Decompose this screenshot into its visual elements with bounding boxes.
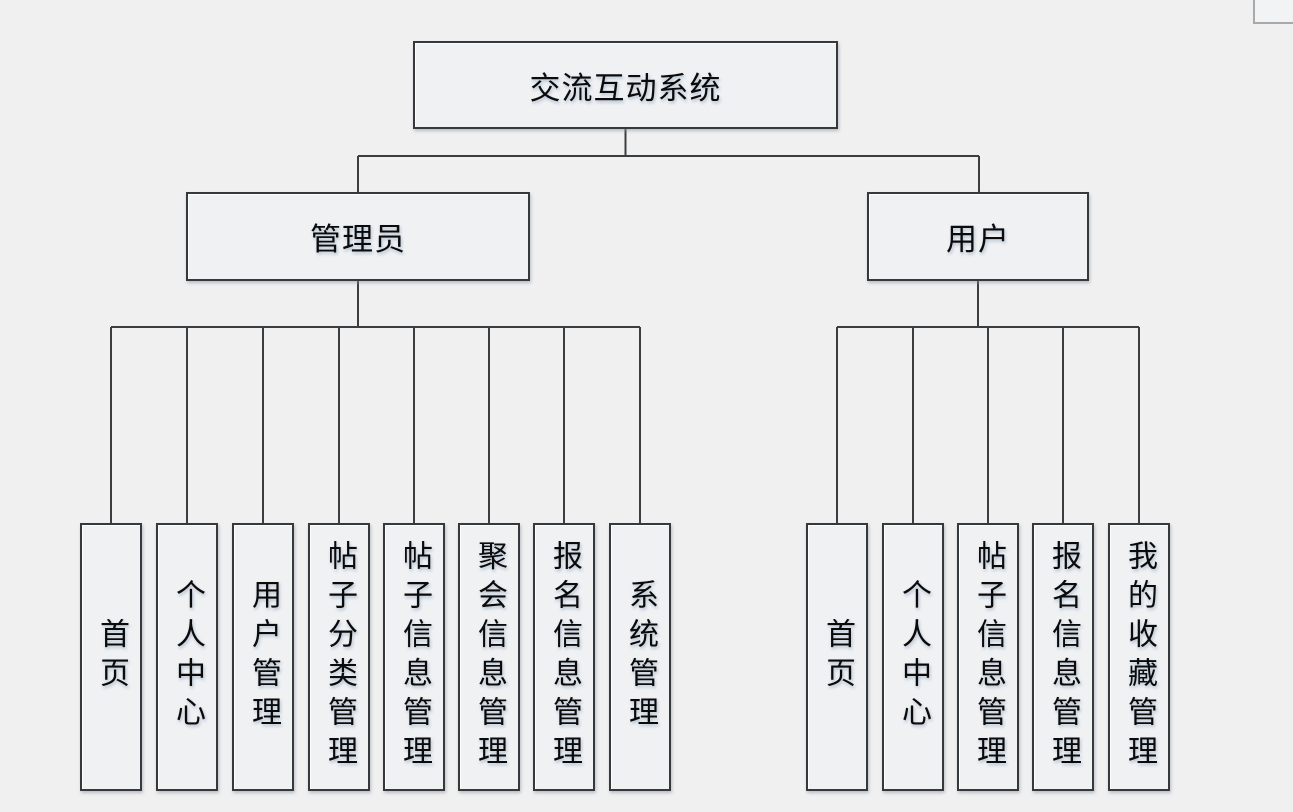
leaf-label: 首页 [821, 618, 854, 696]
leaf-admin-post-info-management: 帖子信息管理 [383, 523, 445, 791]
leaf-label: 帖子信息管理 [972, 540, 1005, 774]
leaf-label: 首页 [95, 618, 128, 696]
leaf-label: 个人中心 [897, 579, 930, 735]
leaf-admin-registration-info-management: 报名信息管理 [533, 523, 595, 791]
leaf-admin-system-management: 系统管理 [609, 523, 671, 791]
user-branch-label: 用户 [946, 222, 1010, 257]
leaf-user-post-info-management: 帖子信息管理 [957, 523, 1019, 791]
leaf-user-my-favorites-management: 我的收藏管理 [1108, 523, 1170, 791]
leaf-admin-gathering-info-management: 聚会信息管理 [458, 523, 520, 791]
leaf-label: 报名信息管理 [548, 540, 581, 774]
leaf-admin-post-category-management: 帖子分类管理 [308, 523, 370, 791]
node-system-root: 交流互动系统 [413, 41, 838, 129]
leaf-label: 聚会信息管理 [473, 540, 506, 774]
node-user-branch: 用户 [867, 192, 1089, 281]
leaf-label: 我的收藏管理 [1123, 540, 1156, 774]
root-label: 交流互动系统 [529, 70, 722, 106]
leaf-label: 用户管理 [247, 579, 280, 735]
leaf-label: 帖子分类管理 [323, 540, 356, 774]
connector-root-to-branches [357, 129, 980, 192]
leaf-user-home: 首页 [806, 523, 868, 791]
node-admin-branch: 管理员 [186, 192, 530, 281]
partial-window-fragment [1253, 0, 1293, 24]
leaf-admin-user-management: 用户管理 [232, 523, 294, 791]
leaf-label: 报名信息管理 [1047, 540, 1080, 774]
admin-branch-label: 管理员 [310, 222, 406, 257]
leaf-label: 帖子信息管理 [398, 540, 431, 774]
leaf-user-registration-info-management: 报名信息管理 [1032, 523, 1094, 791]
leaf-label: 个人中心 [171, 579, 204, 735]
leaf-admin-home: 首页 [80, 523, 142, 791]
leaf-admin-personal-center: 个人中心 [156, 523, 218, 791]
connector-admin-to-leaves [110, 281, 641, 523]
leaf-user-personal-center: 个人中心 [882, 523, 944, 791]
connector-user-to-leaves [836, 281, 1140, 523]
leaf-label: 系统管理 [624, 579, 657, 735]
